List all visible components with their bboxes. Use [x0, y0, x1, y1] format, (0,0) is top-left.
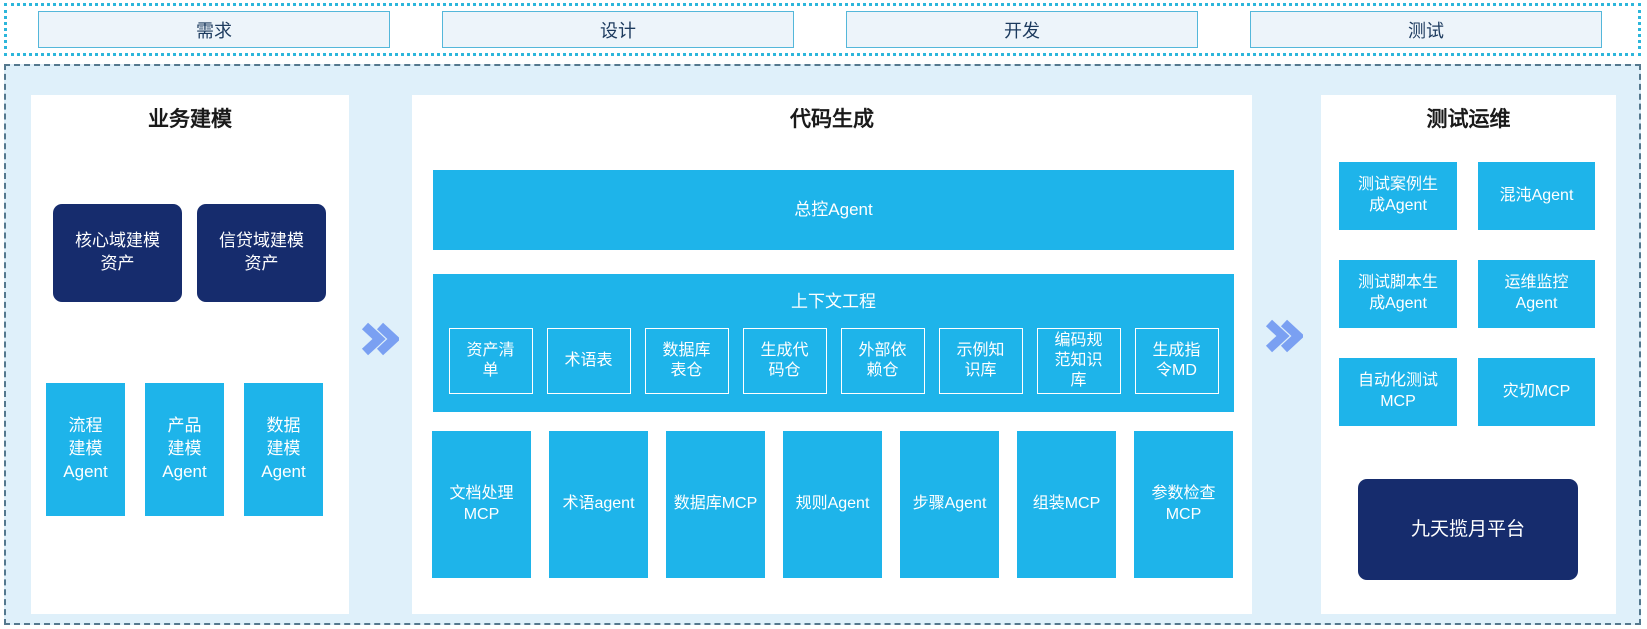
platform-box-jiutian: 九天揽月平台: [1358, 479, 1578, 580]
context-item-database-table-repo: 数据库表仓: [644, 328, 729, 394]
mcp-box-parameter-check: 参数检查MCP: [1134, 431, 1233, 578]
phase-box-design: 设计: [442, 11, 794, 48]
code-generation-panel: 代码生成 总控Agent 上下文工程 资产清单 术语表 数据库表仓 生成代码仓 …: [412, 95, 1252, 614]
mcp-box-terminology-agent: 术语agent: [549, 431, 648, 578]
test-ops-panel: 测试运维 测试案例生成Agent 混沌Agent 测试脚本生成Agent 运维监…: [1321, 95, 1616, 614]
panel-title-code-generation: 代码生成: [790, 108, 874, 131]
phase-box-development: 开发: [846, 11, 1198, 48]
context-item-external-dependency-repo: 外部依赖仓: [840, 328, 925, 394]
panel-title-business-modeling: 业务建模: [148, 108, 232, 131]
asset-box-credit-domain: 信贷域建模资产: [197, 204, 326, 302]
ops-box-disaster-switch-mcp: 灾切MCP: [1478, 358, 1595, 426]
ops-box-automated-test-mcp: 自动化测试MCP: [1339, 358, 1457, 426]
double-chevron-right-icon: [1265, 319, 1303, 353]
context-item-coding-standard-knowledge-base: 编码规范知识库: [1036, 328, 1121, 394]
mcp-row: 文档处理MCP 术语agent 数据库MCP 规则Agent 步骤Agent 组…: [432, 431, 1233, 578]
ops-box-test-script-generation: 测试脚本生成Agent: [1339, 260, 1457, 328]
double-chevron-right-icon: [361, 322, 399, 356]
main-area: 业务建模 核心域建模资产 信贷域建模资产 流程建模Agent 产品建模Agent…: [4, 64, 1641, 625]
ops-box-chaos-agent: 混沌Agent: [1478, 162, 1595, 230]
context-items-row: 资产清单 术语表 数据库表仓 生成代码仓 外部依赖仓 示例知识库 编码规范知识库…: [433, 328, 1234, 394]
mcp-box-document-processing: 文档处理MCP: [432, 431, 531, 578]
panel-title-test-ops: 测试运维: [1426, 108, 1511, 131]
phase-box-testing: 测试: [1250, 11, 1602, 48]
phase-band: 需求 设计 开发 测试: [4, 3, 1641, 56]
context-item-glossary: 术语表: [546, 328, 631, 394]
ops-box-ops-monitoring: 运维监控Agent: [1478, 260, 1595, 328]
business-modeling-panel: 业务建模 核心域建模资产 信贷域建模资产 流程建模Agent 产品建模Agent…: [31, 95, 349, 614]
context-item-asset-list: 资产清单: [448, 328, 533, 394]
phase-box-requirements: 需求: [38, 11, 390, 48]
mcp-box-database: 数据库MCP: [666, 431, 765, 578]
context-engineering-box: 上下文工程 资产清单 术语表 数据库表仓 生成代码仓 外部依赖仓 示例知识库 编…: [433, 274, 1234, 412]
mcp-box-assembly: 组装MCP: [1017, 431, 1116, 578]
ops-box-test-case-generation: 测试案例生成Agent: [1339, 162, 1457, 230]
asset-box-core-domain: 核心域建模资产: [53, 204, 182, 302]
master-agent-bar: 总控Agent: [433, 170, 1234, 250]
agent-box-data-modeling: 数据建模Agent: [244, 383, 323, 516]
ops-grid: 测试案例生成Agent 混沌Agent 测试脚本生成Agent 运维监控Agen…: [1339, 162, 1595, 426]
context-item-example-knowledge-base: 示例知识库: [938, 328, 1023, 394]
agent-box-product-modeling: 产品建模Agent: [145, 383, 224, 516]
agent-box-process-modeling: 流程建模Agent: [46, 383, 125, 516]
context-item-generated-code-repo: 生成代码仓: [742, 328, 827, 394]
mcp-box-rule-agent: 规则Agent: [783, 431, 882, 578]
context-item-generation-instruction-md: 生成指令MD: [1134, 328, 1219, 394]
mcp-box-step-agent: 步骤Agent: [900, 431, 999, 578]
context-engineering-title: 上下文工程: [791, 292, 876, 311]
